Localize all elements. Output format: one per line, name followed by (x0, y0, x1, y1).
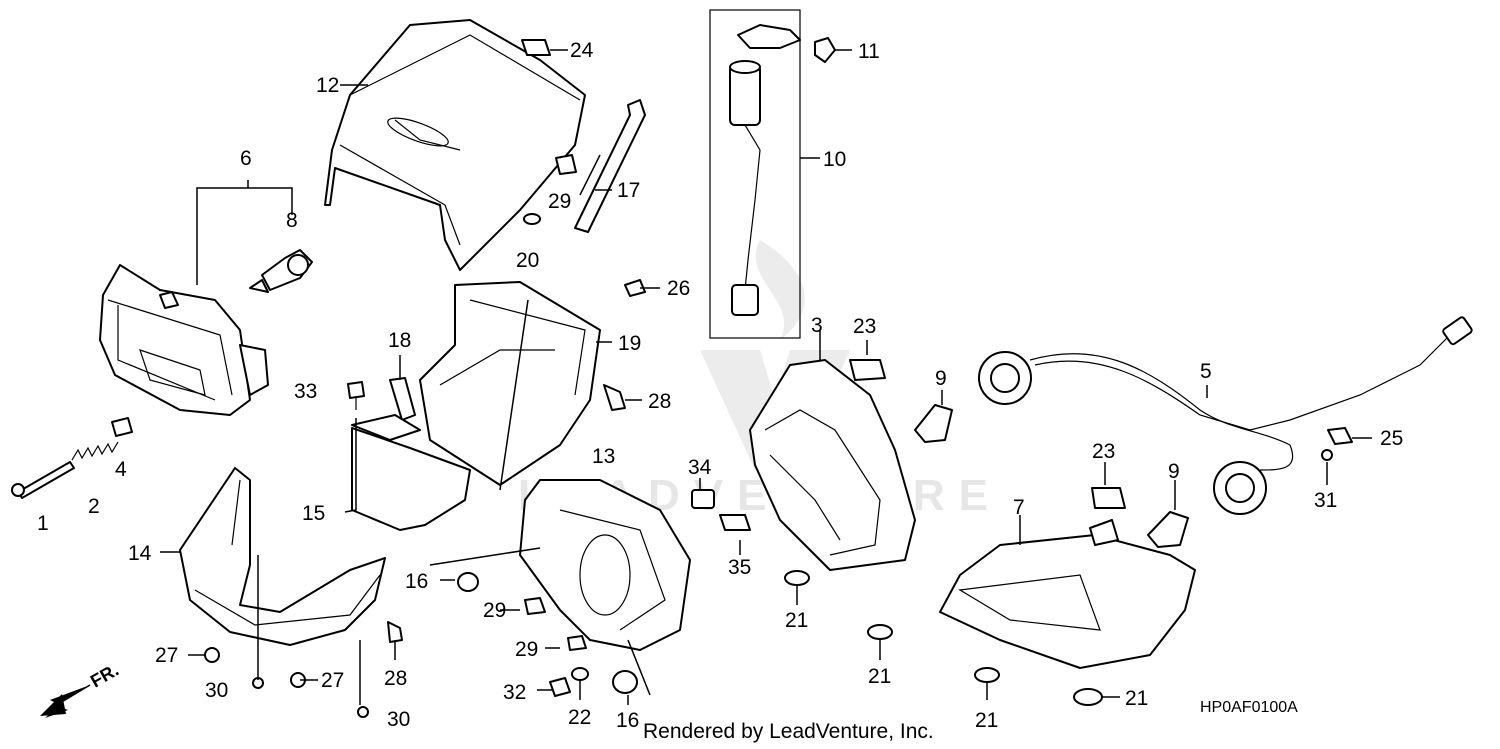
callout-12: 12 (316, 74, 339, 97)
adjuster-screw (11, 461, 75, 499)
bracket-15 (351, 377, 471, 531)
bolt-30-right (357, 706, 369, 718)
callout-labels: 1 2 3 4 5 6 7 8 9 9 10 11 12 13 14 15 16… (37, 39, 1403, 732)
callout-21-b: 21 (868, 665, 891, 688)
clip-29-low (567, 635, 587, 651)
callout-22: 22 (568, 706, 591, 729)
grommet-28-low (387, 621, 403, 643)
bolt-31 (1321, 449, 1333, 461)
callout-33: 33 (294, 380, 317, 403)
callout-9-upper: 9 (935, 367, 947, 390)
lower-cover-14 (179, 467, 386, 646)
bolt-32 (549, 677, 571, 697)
callout-7: 7 (1013, 496, 1025, 519)
grommet-21-a (784, 570, 810, 586)
callout-20: 20 (516, 249, 539, 272)
callout-14: 14 (128, 542, 152, 565)
callout-24: 24 (570, 39, 594, 62)
headlight-3 (749, 359, 916, 571)
callout-9-lower: 9 (1168, 460, 1180, 483)
callout-27-left: 27 (155, 644, 178, 667)
callout-16-lower: 16 (616, 709, 639, 732)
callout-1: 1 (37, 512, 49, 535)
grommet-23-lower (1091, 487, 1126, 509)
cover-19 (419, 281, 601, 486)
callout-28-upper: 28 (648, 390, 671, 413)
callout-13: 13 (592, 445, 615, 468)
clip-25 (1327, 427, 1353, 445)
nut-20 (523, 213, 541, 225)
grommet-21-b (867, 624, 893, 640)
callout-8: 8 (286, 209, 298, 232)
front-direction-arrow: FR. (40, 660, 122, 718)
callout-29-low: 29 (515, 638, 538, 661)
callout-21-d: 21 (1125, 687, 1148, 710)
callout-27-right: 27 (321, 669, 344, 692)
callout-18: 18 (388, 329, 411, 352)
callout-21-a: 21 (785, 609, 808, 632)
bracket-13 (519, 479, 691, 651)
callout-21-c: 21 (975, 709, 998, 732)
clip-29-top (555, 154, 577, 175)
bulb-9-upper (914, 404, 953, 443)
grommet-11 (814, 37, 836, 63)
render-credit: Rendered by LeadVenture, Inc. (643, 720, 934, 743)
callout-4: 4 (115, 458, 127, 481)
bolt-26 (624, 279, 646, 297)
headlight-left (99, 264, 269, 416)
grommet-16-lower (612, 670, 638, 694)
headlight-7 (939, 519, 1196, 669)
callout-5: 5 (1200, 360, 1212, 383)
callout-25: 25 (1380, 427, 1403, 450)
callout-30-left: 30 (205, 679, 228, 702)
diagram-code: HP0AF0100A (1200, 699, 1298, 716)
grommet-21-c (974, 667, 1000, 683)
callout-19: 19 (618, 332, 641, 355)
grommet-21-d (1073, 688, 1103, 706)
callout-16-upper: 16 (405, 570, 428, 593)
callout-2: 2 (88, 495, 100, 518)
callout-15: 15 (302, 502, 325, 525)
nut-22 (571, 667, 589, 681)
harness-5 (978, 316, 1473, 515)
callout-31: 31 (1314, 489, 1337, 512)
callout-29-mid: 29 (483, 599, 506, 622)
callout-35: 35 (728, 556, 751, 579)
collar-34 (691, 489, 715, 509)
grommet-23-upper (849, 359, 886, 381)
callout-3: 3 (811, 314, 823, 337)
clip-29-mid (524, 597, 546, 615)
callout-28-lower: 28 (384, 667, 407, 690)
bolt-33 (347, 381, 365, 410)
callout-23-upper: 23 (853, 315, 876, 338)
callout-29-top: 29 (548, 190, 571, 213)
breather-tube (574, 99, 646, 233)
callout-26: 26 (667, 277, 690, 300)
callout-30-right: 30 (387, 708, 410, 731)
callout-17: 17 (617, 179, 640, 202)
callout-23-lower: 23 (1092, 440, 1115, 463)
bulb-9-lower (1147, 511, 1189, 548)
callout-10: 10 (823, 148, 846, 171)
grommet-16-upper (457, 572, 479, 592)
callout-32: 32 (503, 681, 526, 704)
clip-24 (521, 39, 551, 56)
front-direction-label: FR. (87, 660, 122, 692)
callout-34: 34 (688, 456, 712, 479)
leader-lines (160, 49, 1372, 705)
grommet-28-top (603, 384, 626, 411)
bolt-27-left (204, 647, 220, 663)
bolt-35 (719, 514, 751, 531)
adjuster-spring (71, 441, 119, 461)
switch-assembly (709, 9, 801, 339)
adjuster-nut (111, 417, 133, 437)
callout-6: 6 (240, 147, 252, 170)
callout-11: 11 (858, 40, 880, 63)
headlight-bulb (249, 249, 313, 293)
headlight-visor (324, 19, 586, 271)
